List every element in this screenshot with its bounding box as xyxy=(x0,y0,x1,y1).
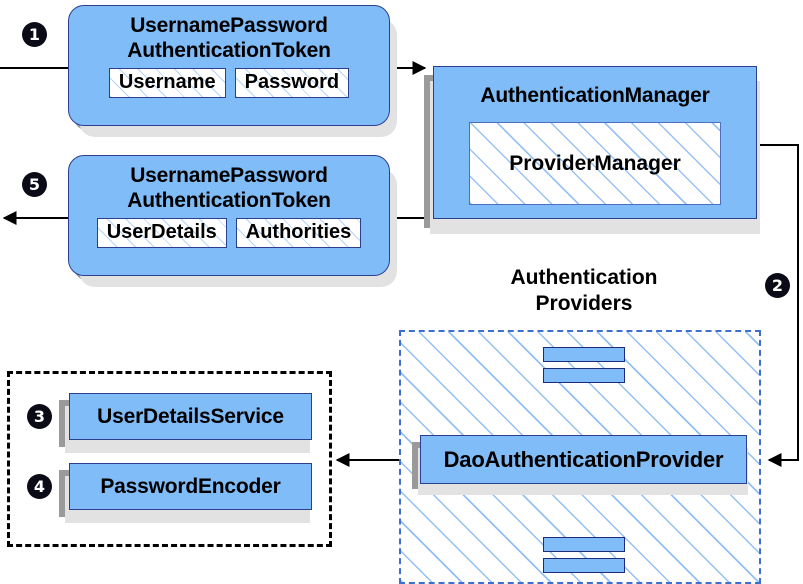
provider-bar-bottom-2[interactable] xyxy=(543,558,625,573)
authentication-manager-box[interactable]: AuthenticationManager ProviderManager xyxy=(433,66,757,219)
step-badge-3: 3 xyxy=(27,404,52,429)
step-badge-1: 1 xyxy=(22,22,47,47)
provider-bar-top-1[interactable] xyxy=(543,347,625,362)
authentication-providers-label-line1: Authentication xyxy=(510,266,658,289)
dao-authentication-provider-box[interactable]: DaoAuthenticationProvider xyxy=(420,435,747,484)
manager-to-provider-arrow xyxy=(757,144,799,467)
dao-authentication-provider-label: DaoAuthenticationProvider xyxy=(443,446,724,472)
user-details-service-label: UserDetailsService xyxy=(97,404,284,428)
provider-manager-label: ProviderManager xyxy=(509,151,681,175)
response-token-fields: UserDetails Authorities xyxy=(69,218,389,248)
field-password: Password xyxy=(234,68,350,98)
field-authorities: Authorities xyxy=(235,218,362,248)
provider-bar-bottom-1[interactable] xyxy=(543,537,625,552)
response-token-title-line1: UsernamePassword xyxy=(130,164,328,187)
step-badge-5: 5 xyxy=(22,172,47,197)
request-token-box[interactable]: UsernamePassword AuthenticationToken Use… xyxy=(68,5,390,126)
response-token-box[interactable]: UsernamePassword AuthenticationToken Use… xyxy=(68,155,390,276)
request-token-fields: Username Password xyxy=(69,68,389,98)
user-details-service-box[interactable]: UserDetailsService xyxy=(69,393,312,440)
password-encoder-box[interactable]: PasswordEncoder xyxy=(69,463,312,510)
step-badge-2: 2 xyxy=(765,273,790,298)
password-encoder-label: PasswordEncoder xyxy=(100,474,281,498)
response-token-title-line2: AuthenticationToken xyxy=(127,189,331,212)
step-badge-4: 4 xyxy=(27,474,52,499)
provider-bar-top-2[interactable] xyxy=(543,368,625,383)
authentication-providers-label-line2: Providers xyxy=(535,292,633,315)
field-userdetails: UserDetails xyxy=(96,218,227,248)
authentication-manager-title: AuthenticationManager xyxy=(480,84,710,107)
provider-manager-box[interactable]: ProviderManager xyxy=(469,122,721,205)
request-token-title: UsernamePassword AuthenticationToken xyxy=(69,6,389,63)
field-username: Username xyxy=(108,68,226,98)
response-token-title: UsernamePassword AuthenticationToken xyxy=(69,156,389,213)
request-token-title-line2: AuthenticationToken xyxy=(127,39,331,62)
authentication-providers-label: Authentication Providers xyxy=(455,265,713,317)
request-token-title-line1: UsernamePassword xyxy=(130,14,328,37)
